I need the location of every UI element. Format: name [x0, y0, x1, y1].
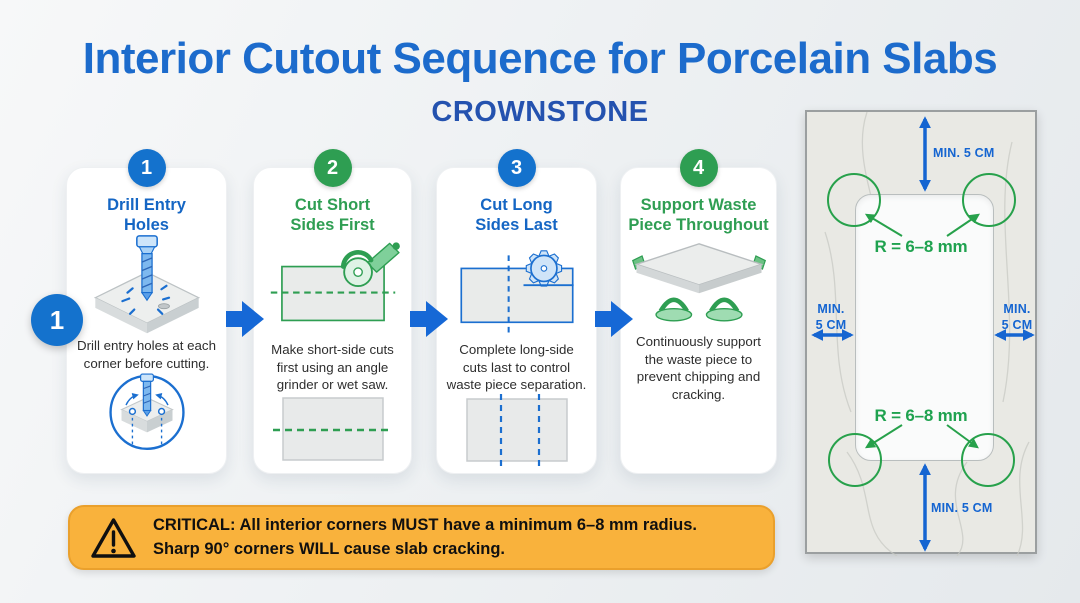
step-1-title: Drill Entry Holes	[107, 196, 186, 235]
drill-into-slab-icon	[93, 235, 200, 334]
step-1-description: Drill entry holes at each corner before …	[77, 338, 216, 371]
arrow-right-icon	[410, 301, 448, 337]
left-clearance-label: MIN. 5 CM	[815, 302, 847, 332]
angle-grinder-cut-icon	[270, 242, 400, 322]
arrow-right-icon	[226, 301, 264, 337]
step-4-title: Support Waste Piece Throughout	[628, 196, 769, 235]
bottom-clearance-label: MIN. 5 CM	[931, 501, 993, 515]
warning-line-1: CRITICAL: All interior corners MUST have…	[153, 516, 698, 535]
step-3-number-badge: 3	[497, 149, 536, 187]
circular-saw-cut-icon	[459, 250, 574, 334]
corner-drill-holes-icon	[108, 373, 185, 451]
right-clearance-label: MIN. 5 CM	[1001, 302, 1033, 332]
long-side-cut-plan-icon	[465, 393, 568, 466]
step-card-4: 4 Support Waste Piece Throughout Continu…	[620, 149, 777, 474]
step-2-description: Make short-side cuts first using an angl…	[271, 342, 394, 393]
radius-label-top: R = 6–8 mm	[874, 237, 968, 256]
corner-radius-circle	[828, 433, 882, 487]
warning-line-2: Sharp 90° corners WILL cause slab cracki…	[153, 539, 506, 558]
interior-cutout	[855, 194, 994, 461]
warning-triangle-icon	[91, 517, 136, 558]
page-title: Interior Cutout Sequence for Porcelain S…	[82, 34, 998, 83]
step-4-description: Continuously support the waste piece to …	[636, 334, 761, 402]
short-side-cut-plan-icon	[272, 397, 393, 461]
step-2-number-badge: 2	[313, 149, 352, 187]
step-2-title: Cut Short Sides First	[290, 196, 375, 235]
slab-diagram: R = 6–8 mm R = 6–8 mm MIN. 5 CM MIN. 5 C…	[805, 110, 1037, 556]
corner-radius-circle	[962, 173, 1016, 227]
step-1-number-badge: 1	[127, 149, 166, 187]
arrow-right-icon	[595, 301, 633, 337]
top-clearance-label: MIN. 5 CM	[933, 146, 995, 160]
step-card-3: 3 Cut Long Sides Last C	[436, 149, 597, 474]
corner-radius-circle	[961, 433, 1015, 487]
step-3-title: Cut Long Sides Last	[475, 196, 558, 235]
step-card-2: 2 Cut Short Sides First Make short-side …	[253, 149, 412, 474]
corner-radius-circle	[827, 173, 881, 227]
radius-label-bottom: R = 6–8 mm	[874, 406, 968, 425]
step-4-number-badge: 4	[679, 149, 718, 187]
step-card-1: 1 Drill Entry Holes Drill entry holes at…	[66, 149, 227, 474]
dimension-arrows	[811, 116, 1035, 552]
warning-text: CRITICAL: All interior corners MUST have…	[153, 514, 697, 560]
step-3-description: Complete long-side cuts last to control …	[446, 342, 587, 393]
suction-cup-supports-icon	[631, 243, 766, 322]
sequence-step-badge: 1	[31, 294, 83, 346]
critical-warning-banner: CRITICAL: All interior corners MUST have…	[68, 505, 775, 570]
brand-logo: CROWNSTONE	[431, 96, 649, 128]
